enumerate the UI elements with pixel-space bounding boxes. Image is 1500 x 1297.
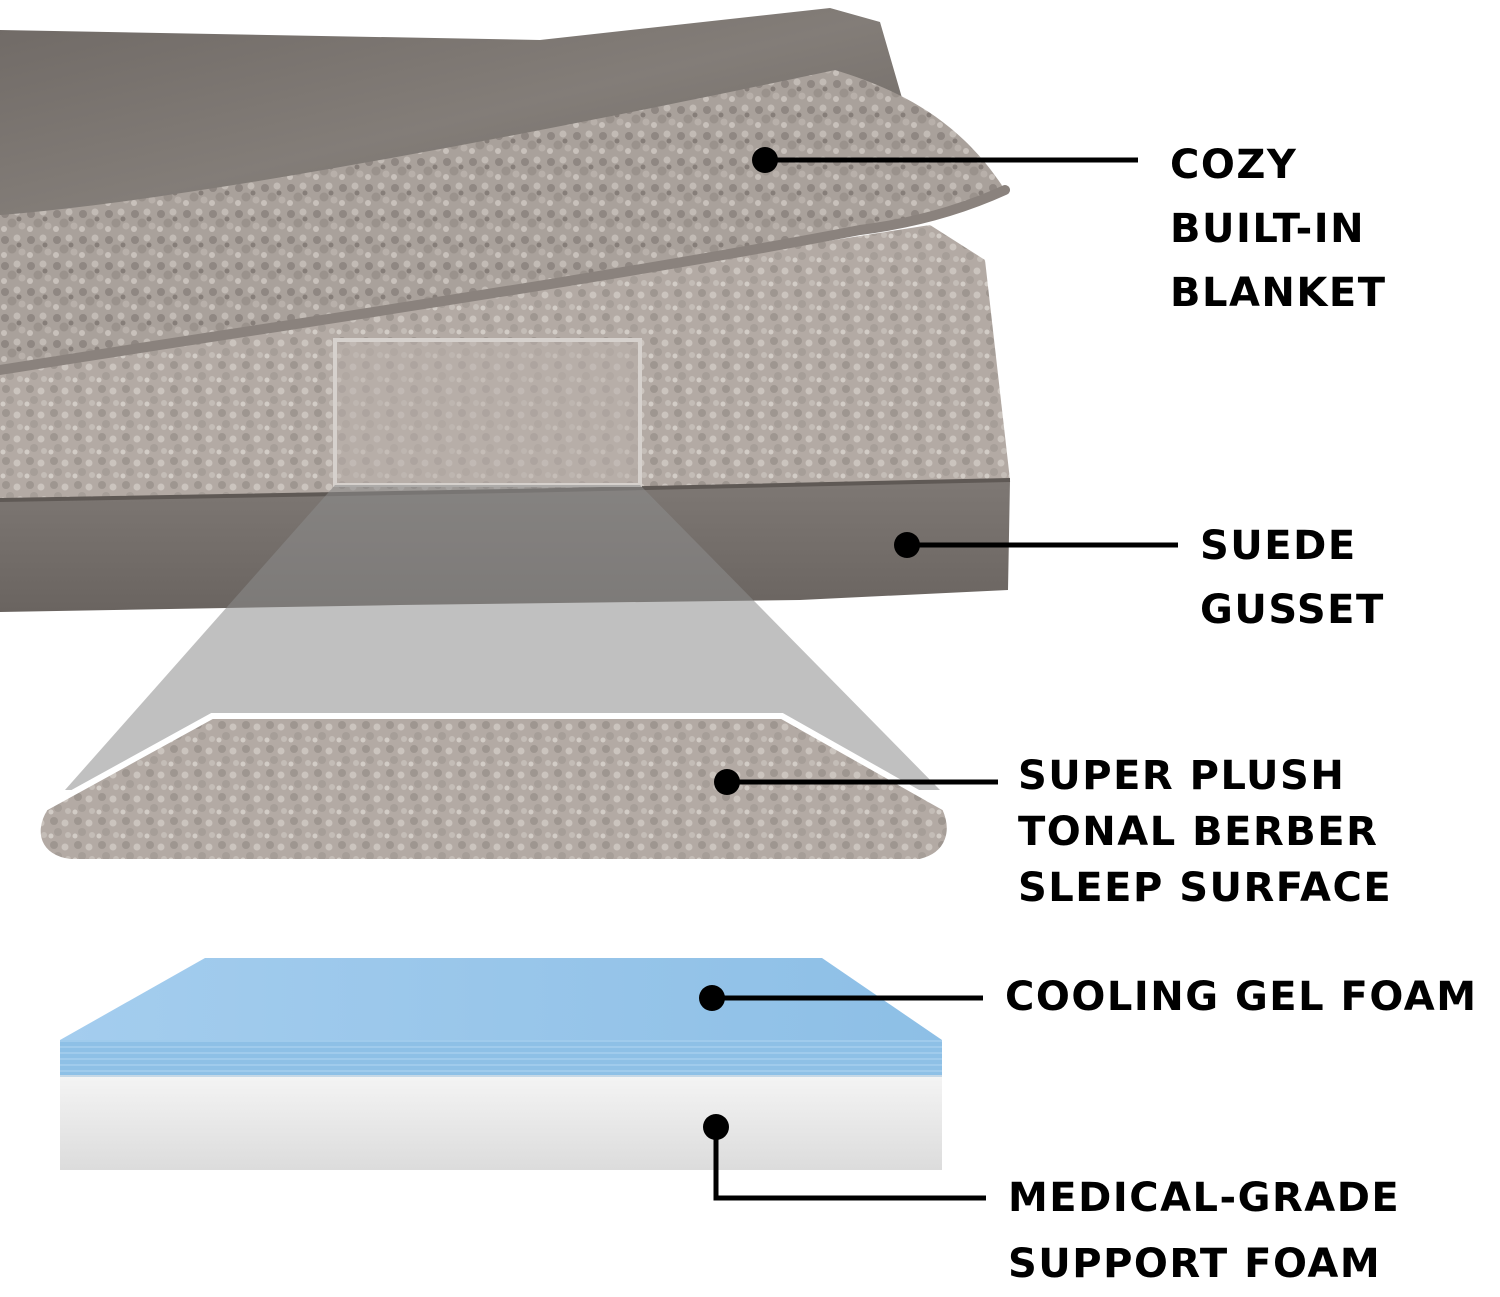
label-built-in-blanket: COZY BUILT-IN BLANKET [1170,133,1387,325]
berber-surface-slab [34,713,953,865]
callout-pointer-berber [714,769,998,795]
blanket-edge [0,185,1010,375]
zoom-window [333,338,642,487]
gel-foam-side [60,1040,942,1076]
label-line: COZY [1170,142,1298,188]
label-line: SUPER PLUSH [1018,753,1346,799]
pointer-line [713,1127,986,1201]
label-berber-surface: SUPER PLUSH TONAL BERBER SLEEP SURFACE [1018,748,1392,916]
callout-pointer-blanket [752,147,1138,173]
label-line: SLEEP SURFACE [1018,865,1393,911]
label-line: MEDICAL-GRADE [1008,1175,1401,1221]
label-suede-gusset: SUEDE GUSSET [1200,514,1385,642]
label-line: GUSSET [1200,587,1385,633]
callout-pointer-support [703,1114,986,1201]
built-in-blanket [0,70,1005,370]
support-foam-layer [60,1076,942,1170]
label-line: TONAL BERBER [1018,809,1379,855]
label-line: BUILT-IN [1170,206,1366,252]
label-cooling-gel-foam: COOLING GEL FOAM [1005,965,1478,1029]
label-support-foam: MEDICAL-GRADE SUPPORT FOAM [1008,1165,1400,1297]
label-line: COOLING GEL FOAM [1005,974,1478,1020]
label-line: SUEDE [1200,523,1357,569]
callout-pointer-gel [699,985,983,1011]
callout-pointer-gusset [894,532,1178,558]
label-line: SUPPORT FOAM [1008,1241,1382,1287]
gel-foam-top [60,958,942,1040]
label-line: BLANKET [1170,270,1387,316]
